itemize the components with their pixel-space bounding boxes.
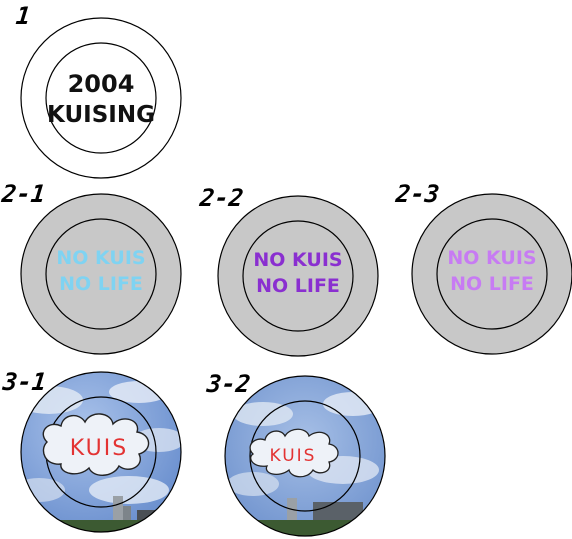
badge-2-3: NO KUIS NO LIFE bbox=[410, 192, 572, 356]
badge-2-2: NO KUIS NO LIFE bbox=[216, 194, 380, 358]
badge-2-1-line1: NO KUIS bbox=[56, 247, 145, 269]
badge-3-2: KUIS bbox=[223, 374, 387, 538]
badge-1-year-text: 2004 bbox=[68, 70, 135, 98]
badge-2-2-line1: NO KUIS bbox=[253, 249, 342, 271]
badge-2-1-line2: NO LIFE bbox=[59, 273, 143, 295]
cloud-text: KUIS bbox=[70, 436, 128, 461]
badge-2-3-line2: NO LIFE bbox=[450, 273, 534, 295]
cloud-text: KUIS bbox=[270, 446, 317, 466]
cloud-shape bbox=[249, 428, 339, 478]
badge-1-title-text: KUISING bbox=[47, 102, 155, 128]
badge-1: 2004 KUISING bbox=[19, 16, 183, 180]
cloud-shape bbox=[42, 413, 150, 476]
badge-2-1: NO KUIS NO LIFE bbox=[19, 192, 183, 356]
badge-2-3-line1: NO KUIS bbox=[447, 247, 536, 269]
badge-3-1: KUIS bbox=[19, 370, 183, 534]
badge-2-2-line2: NO LIFE bbox=[256, 275, 340, 297]
